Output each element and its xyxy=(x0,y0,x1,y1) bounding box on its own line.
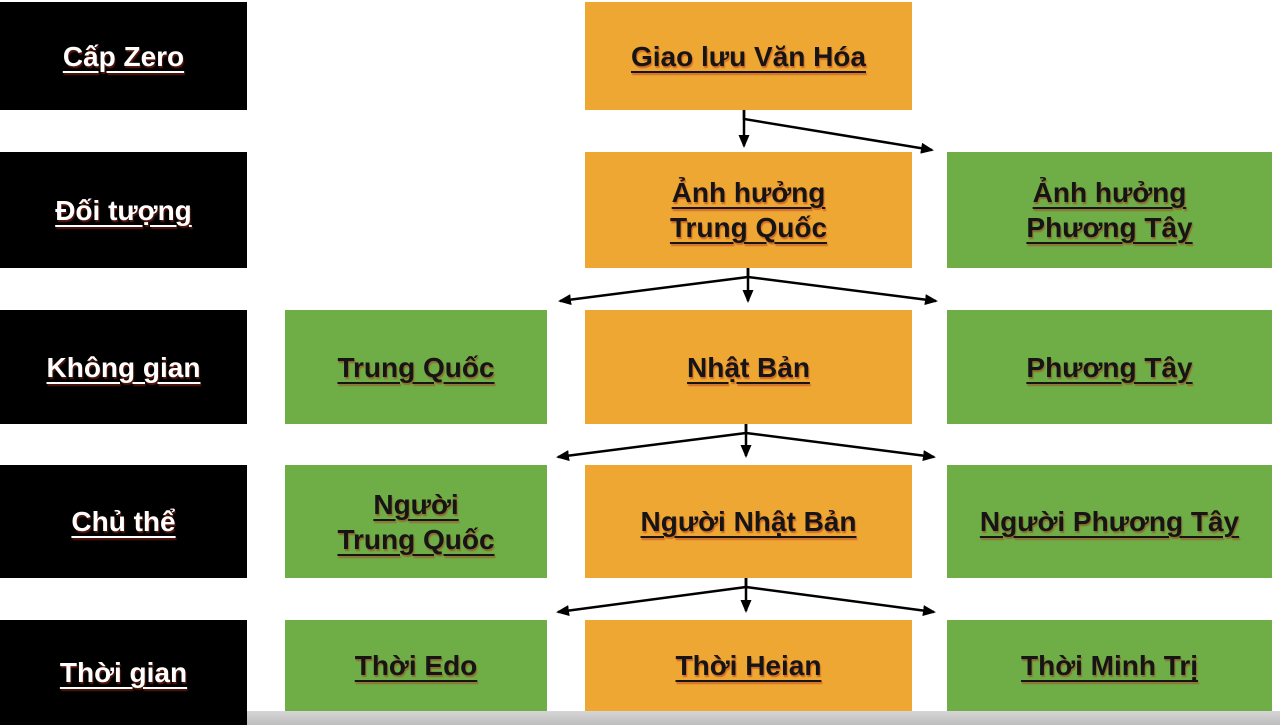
row-label-text: Thời gian xyxy=(59,657,188,688)
arrow-root-to-influence-west xyxy=(742,110,934,154)
arrow-space-to-people-west xyxy=(744,424,936,462)
arrow-influence-to-space-china xyxy=(558,268,750,306)
node-text: Ảnh hưởng Phương Tây xyxy=(1026,177,1193,243)
row-label-chu-the: Chủ thể xyxy=(0,465,247,578)
node-text: Thời Heian xyxy=(675,650,822,681)
node-text: Phương Tây xyxy=(1026,351,1193,383)
node-text: Người Nhật Bản xyxy=(640,506,857,537)
row-label-cap-zero: Cấp Zero xyxy=(0,2,247,110)
node-people-china: Người Trung Quốc xyxy=(285,465,547,578)
arrow-space-to-people-china xyxy=(556,424,748,462)
arrow-influence-to-space-west xyxy=(746,268,938,306)
node-text: Ảnh hưởng Trung Quốc xyxy=(669,177,828,243)
node-people-japan: Người Nhật Bản xyxy=(585,465,912,578)
node-root: Giao lưu Văn Hóa xyxy=(585,2,912,110)
row-label-text: Không gian xyxy=(46,351,201,383)
node-time-edo: Thời Edo xyxy=(285,620,547,711)
row-label-thoi-gian: Thời gian xyxy=(0,620,247,725)
node-people-west: Người Phương Tây xyxy=(947,465,1272,578)
node-text: Thời Minh Trị xyxy=(1021,650,1198,681)
node-text: Thời Edo xyxy=(354,650,478,681)
row-label-doi-tuong: Đối tượng xyxy=(0,152,247,268)
node-time-heian: Thời Heian xyxy=(585,620,912,711)
node-influence-west: Ảnh hưởng Phương Tây xyxy=(947,152,1272,268)
node-space-japan: Nhật Bản xyxy=(585,310,912,424)
row-label-text: Cấp Zero xyxy=(62,40,185,72)
node-influence-china: Ảnh hưởng Trung Quốc xyxy=(585,152,912,268)
row-label-text: Đối tượng xyxy=(55,194,192,226)
arrow-people-to-time-minhtri xyxy=(744,578,936,617)
node-space-china: Trung Quốc xyxy=(285,310,547,424)
node-text: Người Phương Tây xyxy=(979,506,1240,537)
row-label-khong-gian: Không gian xyxy=(0,310,247,424)
node-time-minhtri: Thời Minh Trị xyxy=(947,620,1272,711)
node-text: Người Trung Quốc xyxy=(337,488,495,555)
node-space-west: Phương Tây xyxy=(947,310,1272,424)
arrow-people-to-time-edo xyxy=(556,578,748,617)
row-label-text: Chủ thể xyxy=(71,506,176,537)
bottom-gray-strip xyxy=(247,711,1280,725)
node-text: Giao lưu Văn Hóa xyxy=(631,40,866,72)
node-text: Nhật Bản xyxy=(687,351,810,383)
node-text: Trung Quốc xyxy=(337,351,495,383)
